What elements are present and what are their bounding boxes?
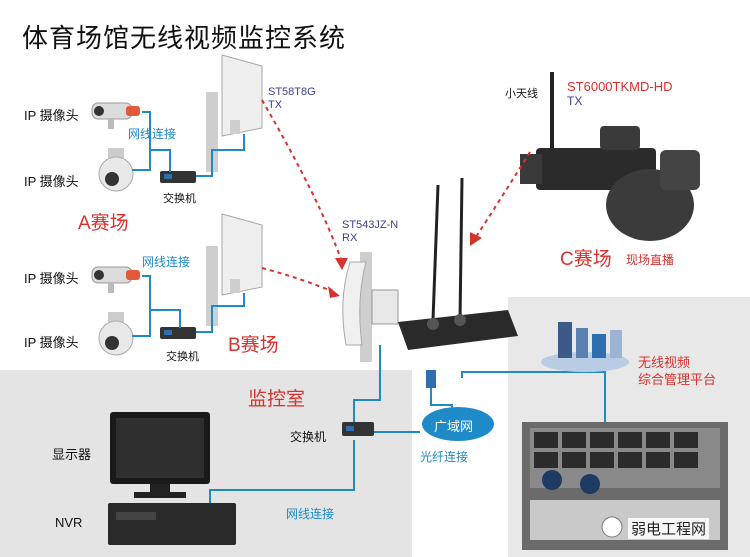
site-a-camera1-label: IP 摄像头 (24, 108, 79, 123)
site-a-tx-model: ST58T8G (268, 86, 316, 98)
site-b-link-label: 网线连接 (142, 255, 191, 269)
control-room-name: 监控室 (248, 389, 306, 410)
site-c-subtitle: 现场直播 (626, 253, 675, 267)
wireless-arrow-c (470, 232, 482, 246)
site-b-name: B赛场 (228, 335, 279, 356)
page-title: 体育场馆无线视频监控系统 (22, 23, 347, 53)
rx-role: RX (342, 232, 358, 244)
cable-a1 (142, 111, 171, 172)
site-a-switch-label: 交换机 (163, 193, 196, 205)
control-room-switch-label: 交换机 (290, 430, 327, 444)
rx-sector-antenna (342, 252, 399, 362)
cable-b1 (142, 275, 181, 328)
watermark-text: 弱电工程网 (628, 518, 710, 539)
control-room-link-label: 网线连接 (286, 507, 335, 521)
ip-camera-b1 (91, 266, 140, 293)
site-c-antenna-label: 小天线 (505, 88, 538, 100)
fiber-link-label: 光纤连接 (420, 450, 469, 464)
cable-a2 (132, 150, 151, 171)
wireless-arrow-a (335, 258, 348, 270)
monitor-label: 显示器 (52, 447, 92, 462)
tx-antenna-b (206, 213, 263, 326)
site-a-tx-role: TX (268, 99, 283, 111)
site-b-camera2-label: IP 摄像头 (24, 335, 79, 350)
fiber-wan-platform (461, 371, 606, 422)
cable-rx-switch (353, 345, 381, 422)
ip-camera-b2 (98, 312, 134, 356)
site-b-switch-label: 交换机 (166, 351, 199, 363)
monitor (110, 412, 210, 498)
cable-b3 (196, 293, 245, 333)
switch-a (160, 171, 196, 183)
broadcast-camera (520, 72, 700, 241)
tx-antenna-a (206, 54, 263, 172)
platform-line2: 综合管理平台 (638, 372, 717, 387)
site-a-name: A赛场 (78, 213, 129, 234)
site-a-camera2-label: IP 摄像头 (24, 174, 79, 189)
platform-line1: 无线视频 (638, 355, 691, 370)
switch-b (160, 327, 196, 339)
wan-label: 广域网 (434, 419, 474, 434)
site-c-model: ST6000TKMD-HD (567, 79, 673, 94)
wireless-link-b (261, 267, 335, 293)
rx-model: ST543JZ-N (342, 219, 399, 231)
wireless-link-c (473, 151, 531, 241)
cable-switch-nvr (209, 440, 355, 515)
nvr-device (108, 503, 236, 545)
cable-a3 (196, 134, 245, 177)
site-c-role: TX (567, 94, 583, 108)
nvr-label: NVR (55, 515, 83, 530)
site-c-name: C赛场 (560, 249, 612, 270)
control-room-switch (342, 422, 374, 436)
wireless-arrow-b (328, 286, 340, 298)
server-cluster (541, 322, 629, 372)
wireless-link-a (261, 99, 343, 263)
ip-camera-a2 (98, 148, 134, 192)
ip-camera-a1 (91, 102, 140, 129)
site-b-camera1-label: IP 摄像头 (24, 271, 79, 286)
cable-b2 (132, 310, 151, 337)
rx-router (398, 177, 518, 388)
site-a-link-label: 网线连接 (128, 127, 177, 141)
watermark-icon (601, 516, 623, 538)
wan-cloud (422, 407, 494, 441)
